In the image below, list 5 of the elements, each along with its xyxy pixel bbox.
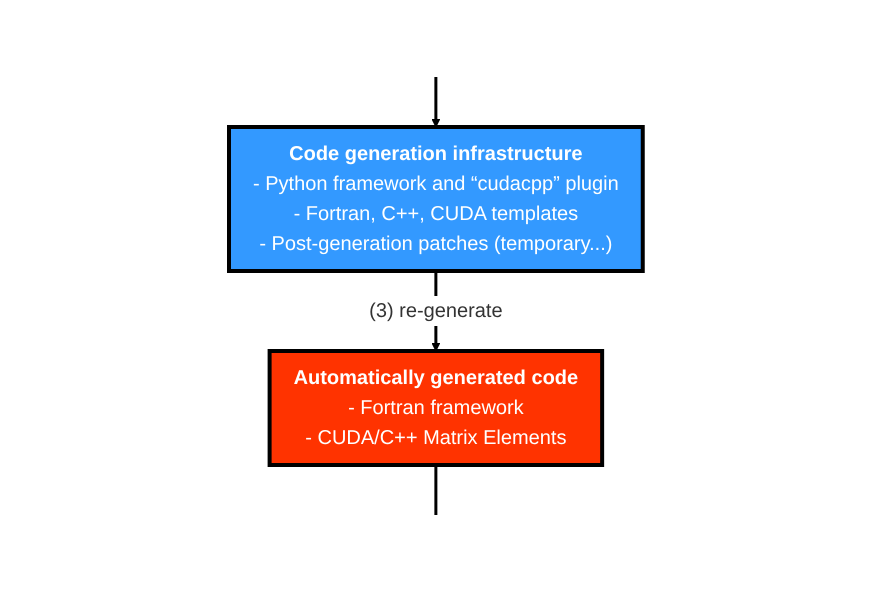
node-box: Automatically generated code - Fortran framework - CUDA/C++ Matrix Elements (268, 348, 604, 466)
edge-label: (3) re-generate (369, 300, 503, 322)
arrow (432, 76, 440, 127)
node-box: Code generation infrastructure - Python framework and “cudacpp” plugin - Fortran, C++, CUDA templates - Post-generation patches (temporary...) (227, 124, 645, 272)
connector (434, 464, 438, 514)
